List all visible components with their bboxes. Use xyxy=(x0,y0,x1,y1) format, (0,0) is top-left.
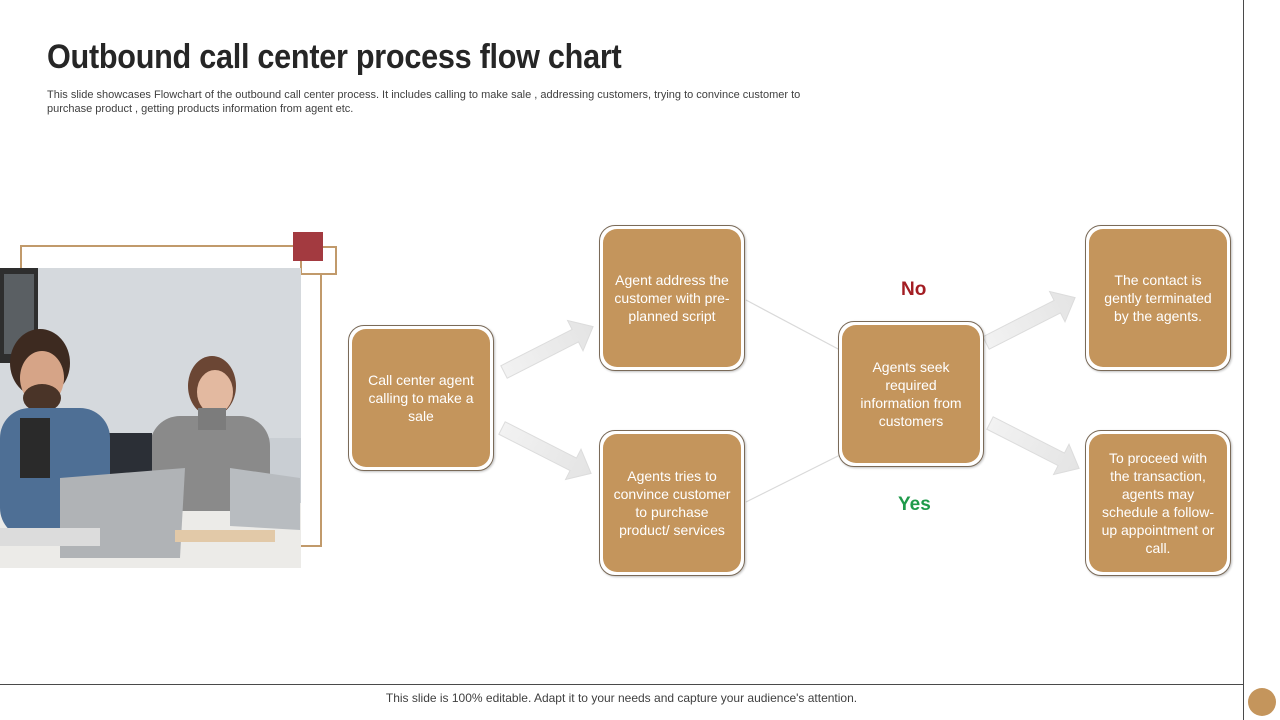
flow-connectors xyxy=(498,290,1080,503)
node-seek-information-label: Agents seek required information from cu… xyxy=(860,359,962,429)
arrow-to-proceed xyxy=(986,416,1080,476)
accent-square xyxy=(293,232,323,261)
arrow-to-address xyxy=(500,319,594,379)
right-border-line xyxy=(1243,0,1244,720)
slide-subtitle: This slide showcases Flowchart of the ou… xyxy=(47,89,801,115)
node-seek-information: Agents seek required information from cu… xyxy=(838,321,984,467)
node-convince-customer: Agents tries to convince customer to pur… xyxy=(599,430,745,576)
connector-line-lower xyxy=(745,454,841,503)
node-proceed-transaction-label: To proceed with the transaction, agents … xyxy=(1101,450,1215,556)
node-start-call-label: Call center agent calling to make a sale xyxy=(368,372,474,424)
decision-yes-label: Yes xyxy=(898,494,931,515)
node-proceed-transaction: To proceed with the transaction, agents … xyxy=(1085,430,1231,576)
arrow-to-convince xyxy=(498,421,592,481)
footer-note: This slide is 100% editable. Adapt it to… xyxy=(385,691,858,705)
bottom-border-line xyxy=(0,684,1243,685)
decision-no-label: No xyxy=(901,279,927,300)
node-terminate-contact-label: The contact is gently terminated by the … xyxy=(1104,272,1212,324)
arrow-to-terminate xyxy=(982,290,1076,350)
slide-title: Outbound call center process flow chart xyxy=(47,38,622,76)
node-terminate-contact: The contact is gently terminated by the … xyxy=(1085,225,1231,371)
node-start-call: Call center agent calling to make a sale xyxy=(348,325,494,471)
node-address-customer: Agent address the customer with pre-plan… xyxy=(599,225,745,371)
corner-circle-decoration xyxy=(1248,688,1276,716)
connector-line-upper xyxy=(745,299,841,351)
node-convince-customer-label: Agents tries to convince customer to pur… xyxy=(613,468,731,538)
node-address-customer-label: Agent address the customer with pre-plan… xyxy=(614,272,730,324)
call-center-agents-photo xyxy=(0,268,301,568)
